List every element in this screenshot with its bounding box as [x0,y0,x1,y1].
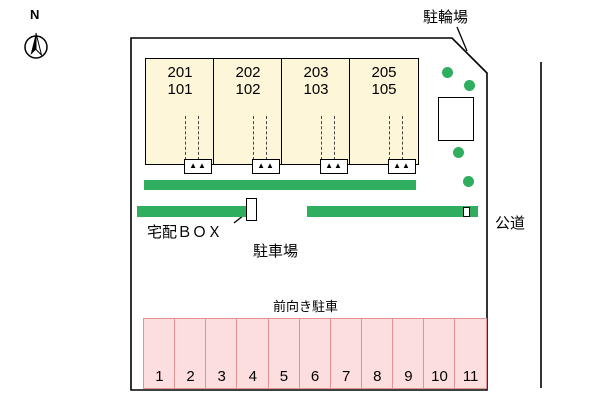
tree-dot-2 [464,80,475,91]
hedge-strip-long-left [137,206,246,217]
tree-dot-1 [442,67,453,78]
parking-space-number: 9 [404,368,413,385]
parking-space: 4 [236,318,270,389]
unit-number-upper: 203 [303,64,329,81]
unit-number-lower: 101 [167,81,193,98]
parking-space-number: 11 [462,368,479,385]
parking-space: 2 [174,318,207,389]
entrance-porch-2: ▲▲ [252,159,280,174]
unit-number-upper: 205 [371,64,397,81]
building-unit-2: 202 102 [213,58,283,165]
hedge-strip-1 [144,180,212,190]
parking-space-number: 10 [431,368,448,385]
stair-dashes-4 [389,116,403,160]
parking-space-number: 7 [341,368,351,385]
parking-space-number: 3 [217,368,226,385]
parking-space: 1 [143,318,176,389]
parking-space: 7 [329,318,363,389]
parking-space-number: 4 [248,368,257,385]
stair-dashes-3 [321,116,335,160]
stair-dashes-2 [253,116,267,160]
unit-number-upper: 202 [235,64,261,81]
parking-space-number: 1 [155,368,164,385]
parking-space: 3 [205,318,238,389]
parking-space: 5 [267,318,301,389]
tree-dot-3 [453,147,464,158]
tree-dot-4 [463,176,474,187]
compass-needle-light [35,32,43,57]
porch-triangles: ▲▲ [393,161,411,170]
building-unit-4: 205 105 [349,58,419,165]
bicycle-leader-line [456,26,468,52]
small-marker-box [463,207,470,217]
parking-space-number: 8 [373,368,382,385]
parking-space-row: 1 2 3 4 5 6 7 8 9 10 11 [143,318,487,389]
parking-space: 8 [360,318,394,389]
hedge-strip-long-right [307,206,478,217]
parking-lot-label: 駐車場 [253,243,299,260]
hedge-strip-3 [280,180,348,190]
building-unit-3: 203 103 [281,58,351,165]
compass-needle-dark [30,33,36,55]
porch-triangles: ▲▲ [257,161,275,170]
hedge-strip-4 [348,180,416,190]
stair-dashes-1 [185,116,199,160]
unit-number-upper: 201 [167,64,193,81]
parking-space: 9 [392,318,425,389]
entrance-porch-1: ▲▲ [184,159,212,174]
unit-number-lower: 102 [235,81,261,98]
front-facing-parking-label: 前向き駐車 [273,299,339,314]
entrance-porch-3: ▲▲ [320,159,348,174]
entrance-porch-4: ▲▲ [388,159,416,174]
public-road-label: 公道 [495,215,526,232]
building-unit-1: 201 101 [145,58,215,165]
parking-space-number: 6 [310,368,320,385]
delivery-box [246,198,257,221]
parking-space: 6 [298,318,332,389]
porch-triangles: ▲▲ [325,161,343,170]
unit-number-lower: 105 [371,81,397,98]
delivery-box-label: 宅配ＢＯＸ [147,224,223,241]
bicycle-parking-area [438,97,474,141]
porch-triangles: ▲▲ [189,161,207,170]
hedge-strip-2 [212,180,280,190]
parking-space: 11 [454,318,487,389]
parking-space-number: 5 [279,368,289,385]
parking-space-number: 2 [186,368,195,385]
unit-number-lower: 103 [303,81,329,98]
bicycle-parking-label: 駐輪場 [423,9,469,26]
parking-space: 10 [423,318,456,389]
compass-north-label: N [30,7,40,22]
